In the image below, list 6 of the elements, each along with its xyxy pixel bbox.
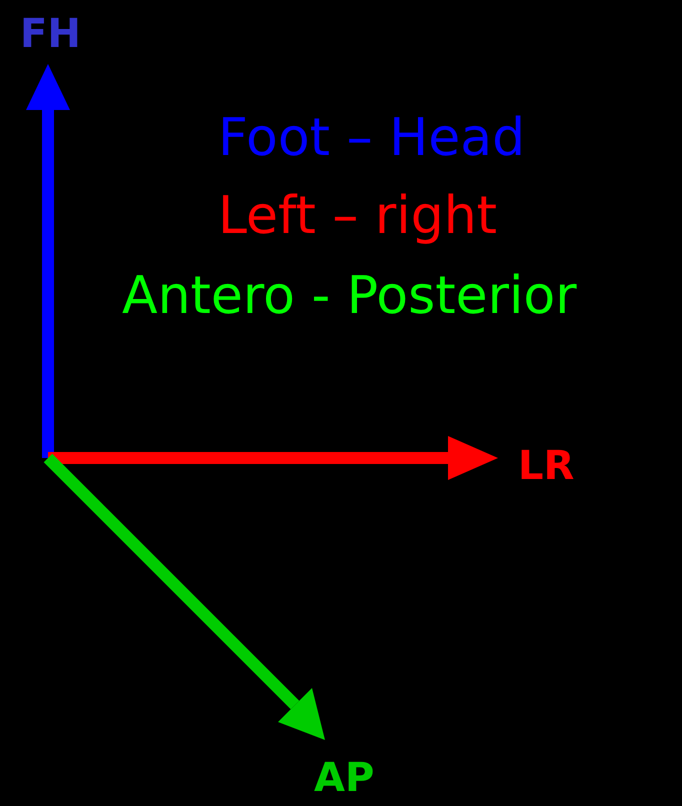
axis-description: Antero - Posterior bbox=[122, 270, 577, 322]
axis-label: AP bbox=[314, 758, 374, 798]
axis-description: Left – right bbox=[218, 190, 498, 242]
axis-description: Foot – Head bbox=[218, 112, 526, 164]
axis-label: LR bbox=[518, 446, 574, 486]
axis-label: FH bbox=[20, 14, 81, 54]
